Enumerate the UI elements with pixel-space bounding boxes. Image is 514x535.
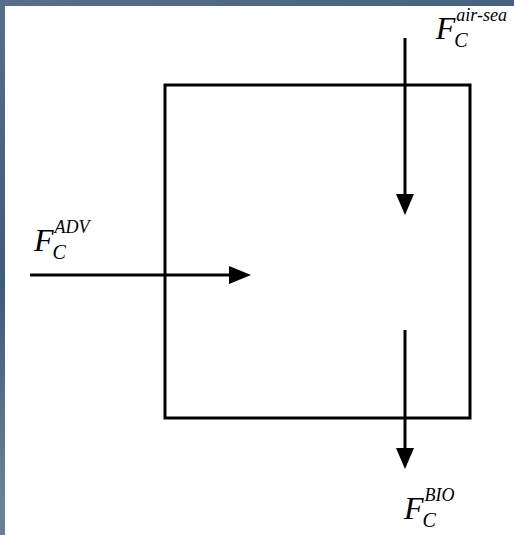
flux-superscript: air-sea <box>456 6 507 24</box>
flux-symbol: F <box>404 492 424 524</box>
flux-subscript: C <box>423 510 436 530</box>
flux-superscript: ADV <box>55 218 90 236</box>
flux-subscript: C <box>454 30 467 50</box>
arrow-head <box>396 194 414 215</box>
air-sea-flux-arrow <box>404 38 407 196</box>
flux-subscript: C <box>53 242 66 262</box>
flux-superscript: BIO <box>425 486 455 504</box>
arrow-head <box>229 266 251 284</box>
advection-flux-arrow <box>30 274 232 277</box>
arrow-head <box>396 448 414 469</box>
control-volume-box <box>165 85 470 418</box>
flux-symbol: F <box>34 224 54 256</box>
flux-symbol: F <box>436 12 456 44</box>
biological-flux-arrow <box>404 330 407 450</box>
